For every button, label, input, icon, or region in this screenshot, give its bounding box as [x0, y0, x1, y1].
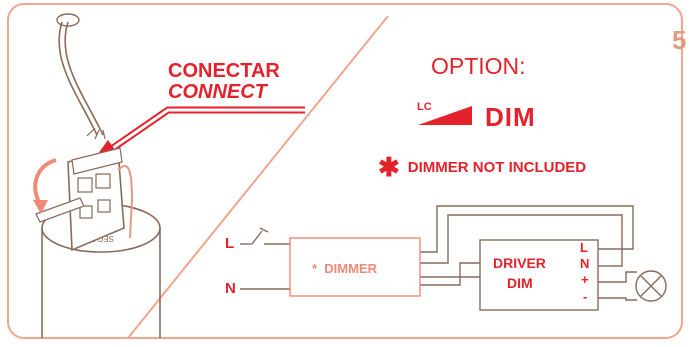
terminal-l-label: L [580, 240, 588, 255]
rotate-arrow-icon [33, 158, 57, 205]
neutral-label: N [225, 280, 236, 297]
frame-border [7, 3, 683, 339]
terminal-plus-label: + [581, 272, 589, 287]
terminal-minus-label: - [583, 289, 588, 304]
dimmer-note: ✱ DIMMER NOT INCLUDED [378, 150, 587, 180]
protocol-label: DIM [485, 102, 536, 132]
dimmer-text: DIMMER [324, 261, 378, 276]
terminal-n-label: N [580, 256, 590, 271]
driver-label-line1: DRIVER [493, 255, 546, 271]
protocol-small-label: LC [417, 101, 432, 113]
dimmer-label: * DIMMER [312, 262, 377, 275]
dimmer-asterisk: * [312, 261, 318, 276]
wiring-lines [240, 205, 637, 301]
lamp-icon [635, 270, 667, 302]
asterisk-icon: ✱ [378, 152, 400, 182]
option-title: OPTION: [431, 53, 526, 79]
diagonal-divider [127, 15, 389, 339]
driver-box [479, 239, 599, 311]
dimmer-box [289, 237, 421, 297]
connect-label-en: CONNECT [168, 81, 267, 103]
terminal-block [35, 147, 134, 252]
ceiling-cable [56, 13, 106, 140]
line-label: L [225, 235, 235, 252]
driver-label-line2: DIM [507, 275, 533, 291]
dimmer-note-text: DIMMER NOT INCLUDED [407, 159, 587, 176]
connect-label-es: CONECTAR [168, 60, 280, 82]
switch-icon [251, 230, 263, 245]
page-number: 5 [672, 25, 687, 55]
ladder-arrow-icon [418, 106, 472, 125]
